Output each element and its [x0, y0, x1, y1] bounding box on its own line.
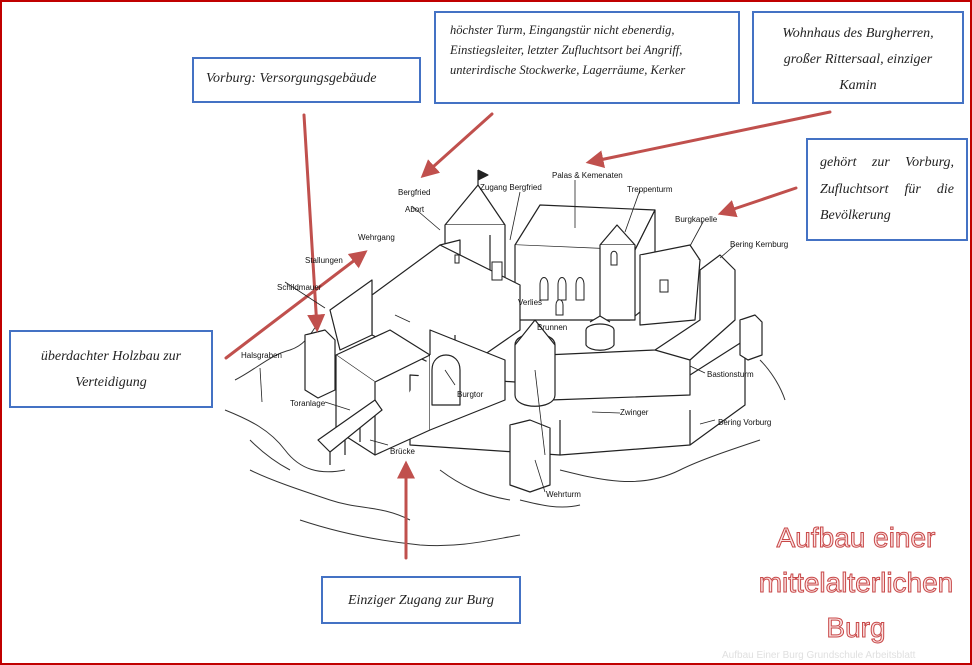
- annotation-text-palas: Wohnhaus des Burgherren, großer Rittersa…: [782, 26, 934, 93]
- terrain: [224, 319, 786, 547]
- arrow-wehrgang: [224, 250, 368, 360]
- label-bering-vorburg: Bering Vorburg: [718, 418, 772, 427]
- label-burgtor: Burgtor: [457, 390, 484, 399]
- label-zwinger: Zwinger: [620, 408, 649, 417]
- arrow-kapelle: [717, 186, 798, 218]
- label-schildmauer: Schildmauer: [277, 283, 322, 292]
- annotation-text-vorburg: Vorburg: Versorgungsgebäude: [206, 71, 377, 86]
- annotation-box-kapelle: gehört zur Vorburg, Zufluchtsort für die…: [806, 138, 968, 241]
- label-palas: Palas & Kemenaten: [552, 171, 623, 180]
- annotation-box-vorburg: Vorburg: Versorgungsgebäude: [192, 57, 421, 103]
- annotation-text-bergfried: höchster Turm, Eingangstür nicht ebenerd…: [450, 23, 686, 77]
- arrow-bergfried: [420, 112, 494, 179]
- label-halsgraben: Halsgraben: [241, 351, 282, 360]
- annotation-arrows: [224, 110, 832, 560]
- annotation-box-palas: Wohnhaus des Burgherren, großer Rittersa…: [752, 11, 964, 104]
- label-stallungen: Stallungen: [305, 256, 343, 265]
- castle-windows: [454, 250, 669, 316]
- annotation-box-bergfried: höchster Turm, Eingangstür nicht ebenerd…: [434, 11, 740, 104]
- annotation-text-kapelle: gehört zur Vorburg, Zufluchtsort für die…: [820, 155, 954, 224]
- inner-wall-bering-kernburg: [544, 254, 736, 401]
- label-zugang-bergfried: Zugang Bergfried: [480, 183, 542, 192]
- label-abort: Abort: [405, 205, 425, 214]
- label-bering-kernburg: Bering Kernburg: [730, 240, 789, 249]
- annotation-text-wehrgang: überdachter Holzbau zur Verteidigung: [40, 349, 182, 390]
- label-bastionsturm: Bastionsturm: [707, 370, 754, 379]
- arrow-vorburg: [302, 113, 326, 333]
- annotation-text-zugang: Einziger Zugang zur Burg: [347, 593, 495, 608]
- label-wehrgang: Wehrgang: [358, 233, 395, 242]
- label-wehrturm: Wehrturm: [546, 490, 581, 499]
- source-caption: Aufbau Einer Burg Grundschule Arbeitsbla…: [722, 650, 916, 661]
- label-toranlage: Toranlage: [290, 399, 326, 408]
- label-verlies: Verlies: [518, 298, 543, 307]
- label-bruecke: Brücke: [390, 447, 415, 456]
- annotation-box-wehrgang: überdachter Holzbau zur Verteidigung: [9, 330, 213, 408]
- annotation-box-zugang: Einziger Zugang zur Burg: [321, 576, 521, 624]
- label-burgkapelle: Burgkapelle: [675, 215, 718, 224]
- stables: [329, 279, 373, 351]
- bridge: [317, 399, 383, 453]
- label-treppenturm: Treppenturm: [627, 185, 673, 194]
- label-pointers: [259, 180, 736, 493]
- arrow-palas: [585, 110, 832, 169]
- label-brunnen: Brunnen: [537, 323, 568, 332]
- castle: [304, 169, 763, 493]
- label-bergfried: Bergfried: [398, 188, 431, 197]
- diagram-title: Aufbau einer mittelalterlichen Burg: [758, 522, 954, 644]
